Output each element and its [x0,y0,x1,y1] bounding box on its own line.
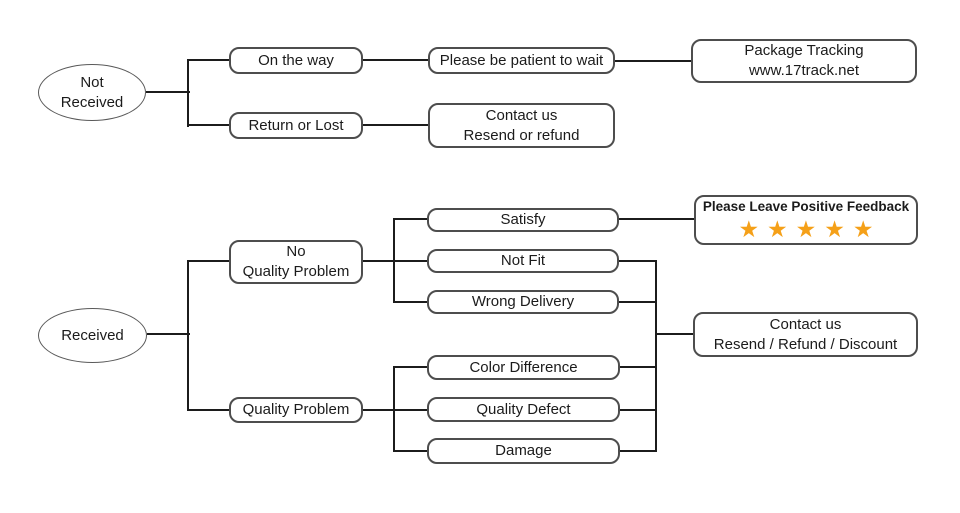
connector-line [188,59,229,61]
node-color-difference: Color Difference [427,355,620,380]
node-not-received-label: Not Received [60,74,124,111]
connector-line [393,218,395,303]
node-quality-defect: Quality Defect [427,397,620,422]
connector-line [188,124,229,126]
connector-line [620,409,657,411]
connector-line [619,301,657,303]
connector-line [187,59,189,127]
node-quality-defect-label: Quality Defect [476,400,571,418]
node-on-the-way-label: On the way [258,51,334,69]
connector-line [363,124,428,126]
connector-line [620,366,657,368]
five-stars-icon: ★★★★★ [738,215,882,242]
node-quality-problem: Quality Problem [229,397,363,423]
connector-line [394,450,427,452]
connector-line [187,260,189,411]
connector-line [363,260,427,262]
connector-line [394,366,427,368]
node-not-received: Not Received [38,64,146,121]
node-wrong-delivery: Wrong Delivery [427,290,619,314]
node-color-difference-label: Color Difference [469,358,578,376]
node-satisfy-label: Satisfy [500,211,546,229]
node-no-quality-problem: No Quality Problem [229,240,363,284]
connector-line [188,409,229,411]
node-damage: Damage [427,438,620,464]
connector-line [394,218,427,220]
node-contact-resend-refund: Contact us Resend or refund [428,103,615,148]
node-contact-resend-refund-label: Contact us Resend or refund [463,106,580,144]
connector-line [394,301,427,303]
node-satisfy: Satisfy [427,208,619,232]
connector-line [656,333,693,335]
connector-line [615,60,691,62]
node-wrong-delivery-label: Wrong Delivery [471,293,575,311]
connector-line [188,260,229,262]
connector-line [393,366,395,452]
node-positive-feedback-label: Please Leave Positive Feedback [702,199,910,215]
node-no-quality-problem-label: No Quality Problem [242,243,350,280]
connector-line [620,450,657,452]
node-return-or-lost: Return or Lost [229,112,363,139]
node-contact-resend-refund-discount-label: Contact us Resend / Refund / Discount [713,315,898,353]
node-quality-problem-label: Quality Problem [242,401,350,419]
node-not-fit-label: Not Fit [500,252,546,270]
connector-line [363,409,427,411]
connector-line [363,59,428,61]
connector-line [619,218,694,220]
node-damage-label: Damage [495,442,552,460]
node-package-tracking-label: Package Tracking www.17track.net [744,42,864,79]
connector-line [147,333,190,335]
node-received-label: Received [61,326,124,344]
node-package-tracking: Package Tracking www.17track.net [691,39,917,83]
node-on-the-way: On the way [229,47,363,74]
node-return-or-lost-label: Return or Lost [248,116,344,134]
connector-line [146,91,190,93]
node-contact-resend-refund-discount: Contact us Resend / Refund / Discount [693,312,918,357]
node-received: Received [38,308,147,363]
node-be-patient-label: Please be patient to wait [439,51,604,69]
node-not-fit: Not Fit [427,249,619,273]
node-positive-feedback: Please Leave Positive Feedback ★★★★★ [694,195,918,245]
connector-line [619,260,657,262]
node-be-patient: Please be patient to wait [428,47,615,74]
connector-line [655,260,657,452]
